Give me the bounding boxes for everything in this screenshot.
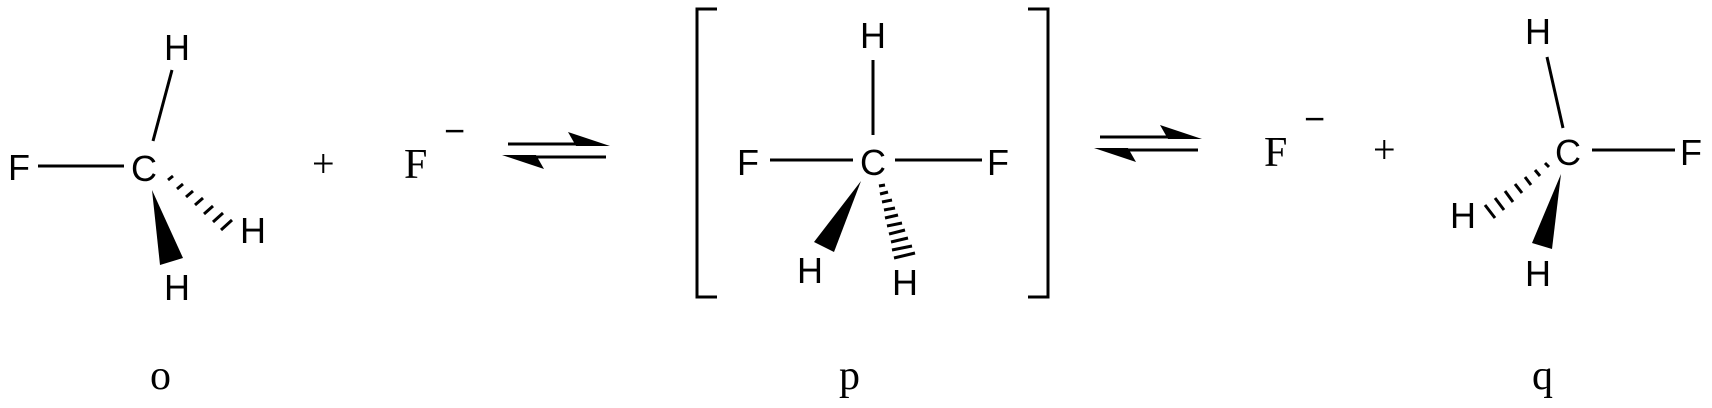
ion-symbol: F: [1264, 130, 1287, 176]
atom-h-hash: H: [240, 210, 266, 251]
ion-charge: −: [444, 110, 465, 151]
molecule-o: F C H H H o: [8, 27, 266, 399]
atom-h-hash: H: [892, 262, 918, 303]
molecule-label-o: o: [150, 353, 171, 399]
molecule-label-p: p: [839, 353, 860, 399]
wedge-bond-c-h: [1532, 174, 1561, 249]
hash-bond-c-h: [878, 183, 916, 260]
molecule-label-q: q: [1532, 353, 1553, 399]
bracket-right: [1028, 7, 1050, 299]
fluoride-ion-right: F −: [1264, 98, 1325, 176]
bond-c-h-top: [151, 69, 174, 142]
atom-f: F: [8, 147, 30, 188]
equilibrium-arrow-left: [502, 132, 610, 169]
bracket-left: [695, 7, 717, 299]
atom-f-left: F: [737, 142, 759, 183]
ion-symbol: F: [404, 142, 427, 188]
wedge-bond-c-h: [152, 190, 183, 265]
hash-bond-c-h: [167, 174, 234, 232]
atom-h-top: H: [164, 27, 190, 68]
equilibrium-arrow-right: [1094, 125, 1202, 162]
hash-bond-c-h: [1483, 161, 1551, 219]
atom-h-top: H: [1525, 11, 1551, 52]
fluoride-ion-left: F −: [404, 110, 465, 188]
molecule-q: H C F H H q: [1450, 11, 1702, 399]
atom-c: C: [1555, 132, 1581, 173]
atom-c: C: [860, 142, 886, 183]
atom-h-hash: H: [1450, 195, 1476, 236]
plus-sign-left: +: [312, 141, 335, 186]
atom-f-right: F: [987, 142, 1009, 183]
wedge-bond-c-h: [814, 181, 861, 252]
atom-c: C: [131, 148, 157, 189]
atom-h-wedge: H: [797, 250, 823, 291]
ion-charge: −: [1304, 98, 1325, 139]
plus-sign-right: +: [1373, 127, 1396, 172]
bond-c-h-top: [1545, 56, 1565, 129]
atom-h-wedge: H: [1525, 253, 1551, 294]
atom-h-top: H: [860, 15, 886, 56]
atom-h-wedge: H: [164, 267, 190, 308]
molecule-p: H F C F H H p: [695, 7, 1050, 399]
atom-f: F: [1680, 132, 1702, 173]
